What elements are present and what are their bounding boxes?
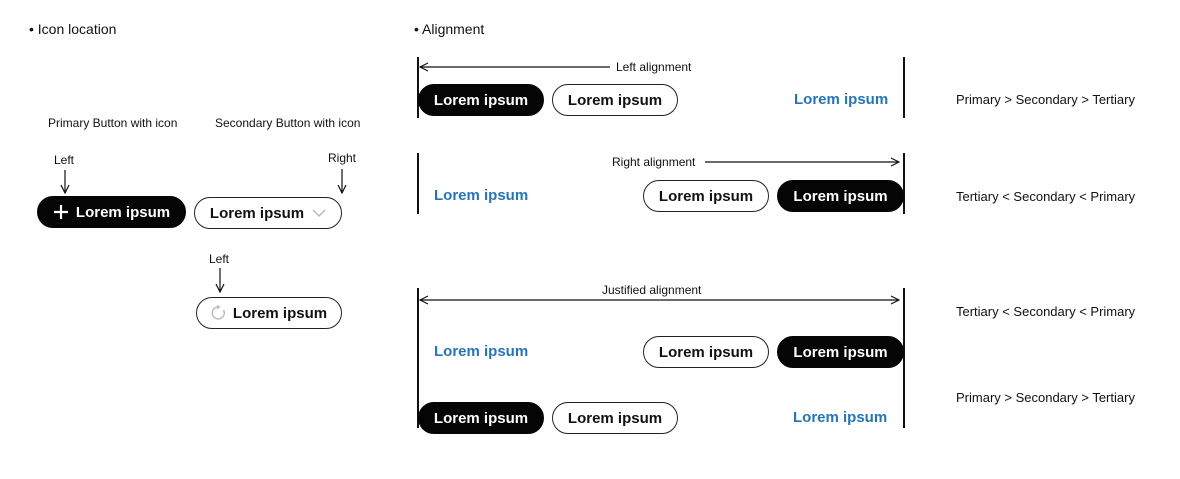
button-label: Lorem ipsum [232,304,328,322]
secondary-button[interactable]: Lorem ipsum [552,402,678,434]
secondary-button[interactable]: Lorem ipsum [643,336,769,368]
tertiary-button[interactable]: Lorem ipsum [793,409,888,426]
tertiary-button[interactable]: Lorem ipsum [794,91,889,108]
justified-alignment-label: Justified alignment [600,283,704,297]
right-boundary-line [903,57,905,118]
button-label: Lorem ipsum [433,409,529,427]
order-note: Primary > Secondary > Tertiary [956,390,1135,405]
primary-caption: Primary Button with icon [48,116,178,130]
secondary-button[interactable]: Lorem ipsum [552,84,678,116]
primary-button[interactable]: Lorem ipsum [777,180,904,212]
secondary-button-with-left-icon[interactable]: Lorem ipsum [196,297,342,329]
tertiary-button[interactable]: Lorem ipsum [434,343,529,360]
right-alignment-label: Right alignment [612,155,696,169]
button-label: Lorem ipsum [567,91,663,109]
secondary-caption: Secondary Button with icon [215,116,361,130]
button-label: Lorem ipsum [658,343,754,361]
button-label: Lorem ipsum [658,187,754,205]
right-boundary-line [903,288,905,428]
button-label: Lorem ipsum [793,187,888,205]
plus-icon [53,204,69,220]
chevron-down-icon [312,208,326,218]
refresh-icon [211,305,227,321]
button-label: Lorem ipsum [793,343,888,361]
left-boundary-line [417,288,419,428]
icon-location-title: • Icon location [29,21,117,37]
button-label: Lorem ipsum [433,91,529,109]
primary-button[interactable]: Lorem ipsum [418,402,544,434]
left-label: Left [54,153,75,167]
order-note: Primary > Secondary > Tertiary [956,92,1135,107]
secondary-button-with-icon[interactable]: Lorem ipsum [194,197,342,229]
primary-button[interactable]: Lorem ipsum [418,84,544,116]
left-boundary-line [417,57,419,118]
primary-button-with-icon[interactable]: Lorem ipsum [37,196,186,228]
button-label: Lorem ipsum [209,204,305,222]
tertiary-button[interactable]: Lorem ipsum [434,187,529,204]
button-label: Lorem ipsum [567,409,663,427]
button-label: Lorem ipsum [75,203,171,221]
left-alignment-label: Left alignment [614,60,694,74]
right-boundary-line [903,153,905,214]
left-boundary-line [417,153,419,214]
order-note: Tertiary < Secondary < Primary [956,304,1136,319]
alignment-title: • Alignment [414,21,485,37]
right-label: Right [328,151,357,165]
secondary-button[interactable]: Lorem ipsum [643,180,769,212]
primary-button[interactable]: Lorem ipsum [777,336,904,368]
left-label: Left [209,252,230,266]
order-note: Tertiary < Secondary < Primary [956,189,1136,204]
